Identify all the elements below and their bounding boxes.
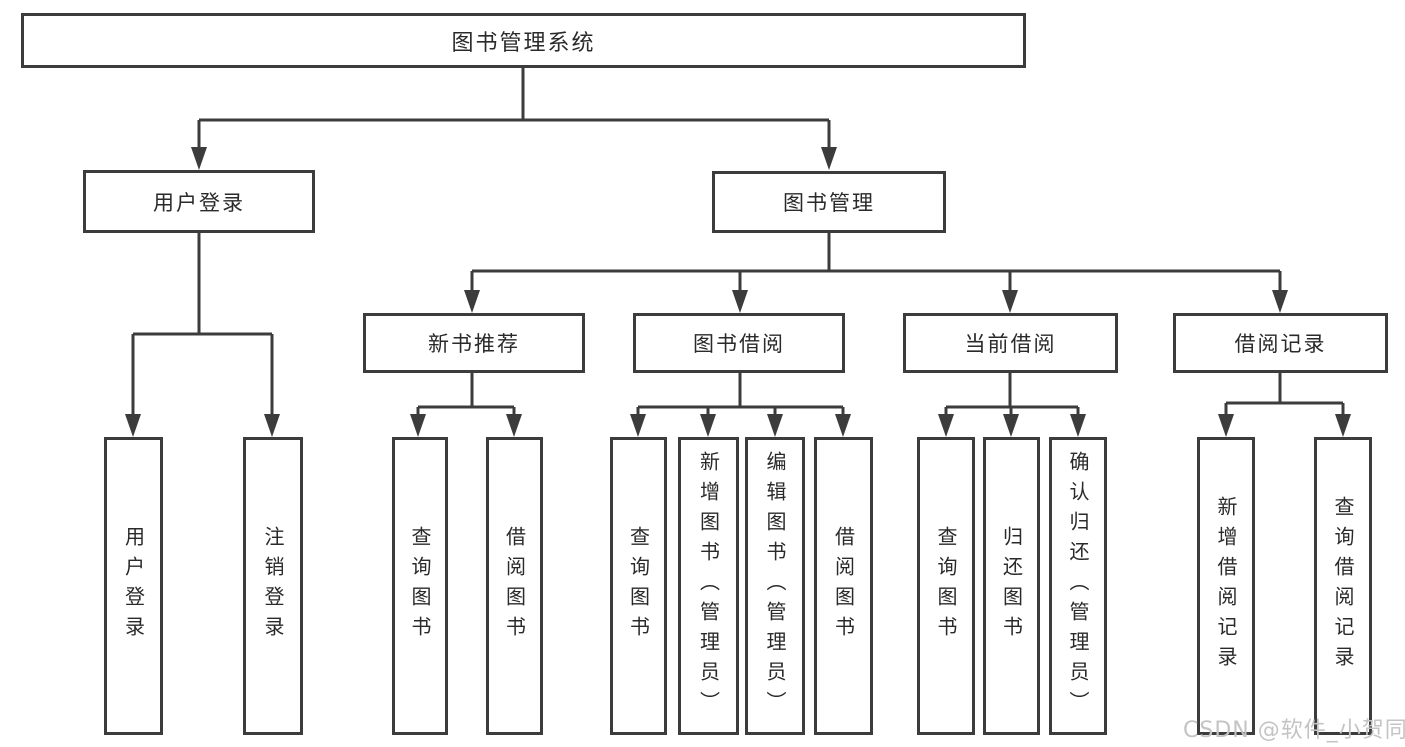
- leaf-confirm-return-admin: 确认归还（管理员）: [1049, 437, 1107, 735]
- node-user-login-label: 用户登录: [153, 190, 245, 215]
- node-book-management-label: 图书管理: [783, 191, 875, 215]
- leaf-edit-book-admin-label: 编辑图书（管理员）: [763, 451, 787, 721]
- leaf-query-books-3: 查询图书: [917, 437, 975, 735]
- leaf-borrow-books-1-label: 借阅图书: [502, 526, 527, 646]
- leaf-add-book-admin-label: 新增图书（管理员）: [696, 451, 721, 721]
- node-current-borrow: 当前借阅: [903, 313, 1118, 373]
- leaf-logout: 注销登录: [243, 437, 303, 735]
- node-new-book-recommend-label: 新书推荐: [428, 332, 520, 356]
- leaf-user-login: 用户登录: [104, 437, 163, 735]
- leaf-borrow-books-2-label: 借阅图书: [831, 526, 856, 646]
- node-root-label: 图书管理系统: [451, 30, 596, 56]
- leaf-borrow-books-1: 借阅图书: [486, 437, 543, 735]
- leaf-query-books-2: 查询图书: [610, 437, 667, 735]
- node-root: 图书管理系统: [21, 13, 1026, 68]
- leaf-query-books-1-label: 查询图书: [408, 526, 432, 646]
- leaf-return-book: 归还图书: [983, 437, 1040, 735]
- node-new-book-recommend: 新书推荐: [363, 313, 585, 373]
- node-book-borrow: 图书借阅: [633, 313, 845, 373]
- leaf-user-login-label: 用户登录: [121, 526, 146, 646]
- leaf-return-book-label: 归还图书: [999, 526, 1024, 646]
- connector-path: [131, 68, 1345, 418]
- leaf-query-borrow-record: 查询借阅记录: [1314, 437, 1372, 735]
- node-borrow-records-label: 借阅记录: [1234, 332, 1327, 356]
- leaf-add-borrow-record-label: 新增借阅记录: [1214, 496, 1238, 676]
- leaf-add-borrow-record: 新增借阅记录: [1197, 437, 1255, 735]
- leaf-query-books-2-label: 查询图书: [626, 526, 651, 646]
- leaf-query-borrow-record-label: 查询借阅记录: [1331, 496, 1355, 676]
- leaf-add-book-admin: 新增图书（管理员）: [678, 437, 739, 735]
- arrowheads: [125, 147, 1351, 437]
- node-current-borrow-label: 当前借阅: [964, 332, 1057, 356]
- leaf-logout-label: 注销登录: [261, 526, 285, 646]
- leaf-borrow-books-2: 借阅图书: [814, 437, 873, 735]
- node-book-borrow-label: 图书借阅: [693, 332, 785, 356]
- leaf-edit-book-admin: 编辑图书（管理员）: [745, 437, 805, 735]
- node-user-login: 用户登录: [83, 170, 315, 233]
- watermark: CSDN @软件_小贺同学: [1183, 718, 1405, 743]
- node-borrow-records: 借阅记录: [1173, 313, 1388, 373]
- node-book-management: 图书管理: [712, 171, 946, 233]
- leaf-query-books-1: 查询图书: [392, 437, 448, 735]
- leaf-confirm-return-admin-label: 确认归还（管理员）: [1066, 451, 1090, 721]
- leaf-query-books-3-label: 查询图书: [934, 526, 958, 646]
